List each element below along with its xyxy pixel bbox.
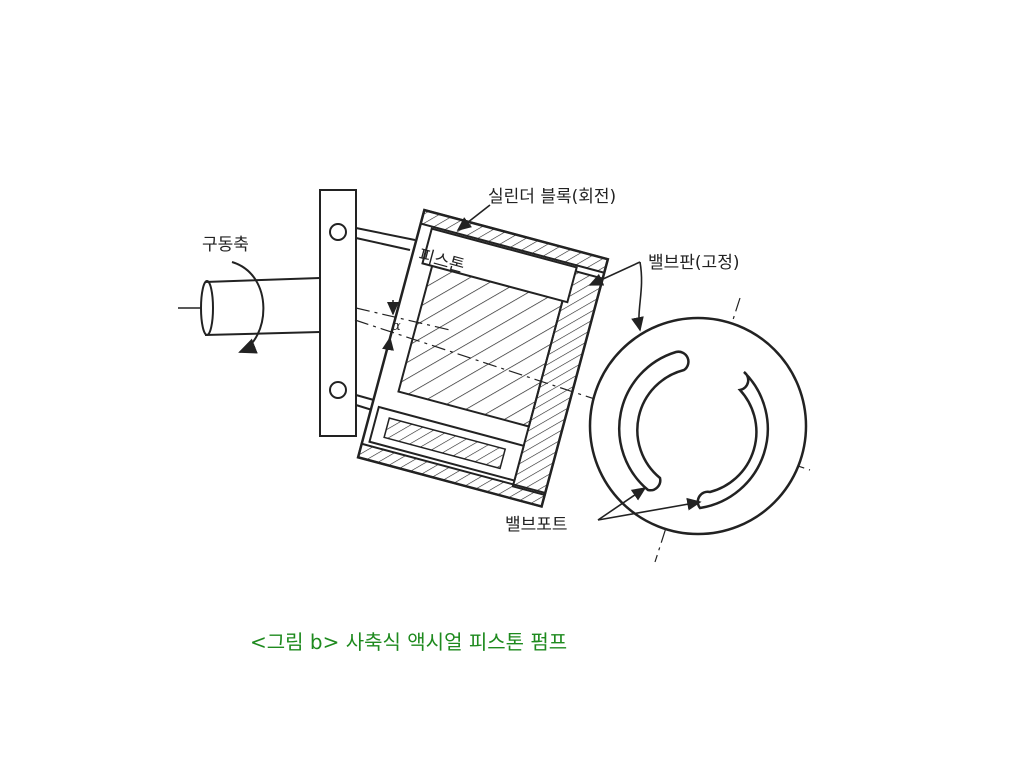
cylinder-block-label: 실린더 블록(회전)	[488, 187, 616, 207]
alpha-label: α	[392, 319, 401, 334]
valve-plate-label: 밸브판(고정)	[648, 253, 739, 273]
drive-shaft	[178, 277, 321, 336]
rotation-arrow	[231, 261, 265, 354]
cylinder-block	[356, 208, 610, 509]
figure-caption: <그림 b> 사축식 액시얼 피스톤 펌프	[250, 630, 568, 654]
leader-lines	[456, 204, 702, 521]
valve-port-label: 밸브포트	[505, 515, 568, 535]
alpha-angle	[382, 300, 399, 351]
drive-flange	[319, 189, 357, 437]
valve-ports	[617, 350, 769, 510]
drive-shaft-label: 구동축	[202, 235, 249, 255]
